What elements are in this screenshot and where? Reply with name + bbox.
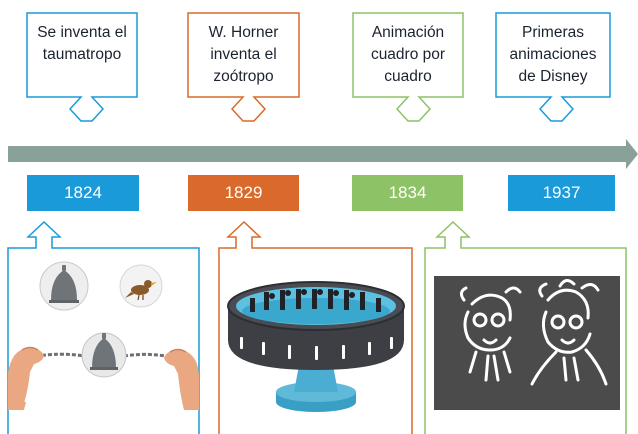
year-badge-2: 1829 — [188, 175, 299, 211]
event-label-1: Se inventa el taumatropo — [37, 24, 127, 63]
year-badge-3: 1834 — [352, 175, 463, 211]
event-label-4: Primeras animaciones de Disney — [509, 24, 597, 85]
year-badge-1: 1824 — [27, 175, 139, 211]
year-badge-4: 1937 — [508, 175, 615, 211]
event-label-2: W. Horner inventa el zoótropo — [208, 24, 279, 85]
event-label-3: Animación cuadro por cuadro — [370, 24, 446, 85]
